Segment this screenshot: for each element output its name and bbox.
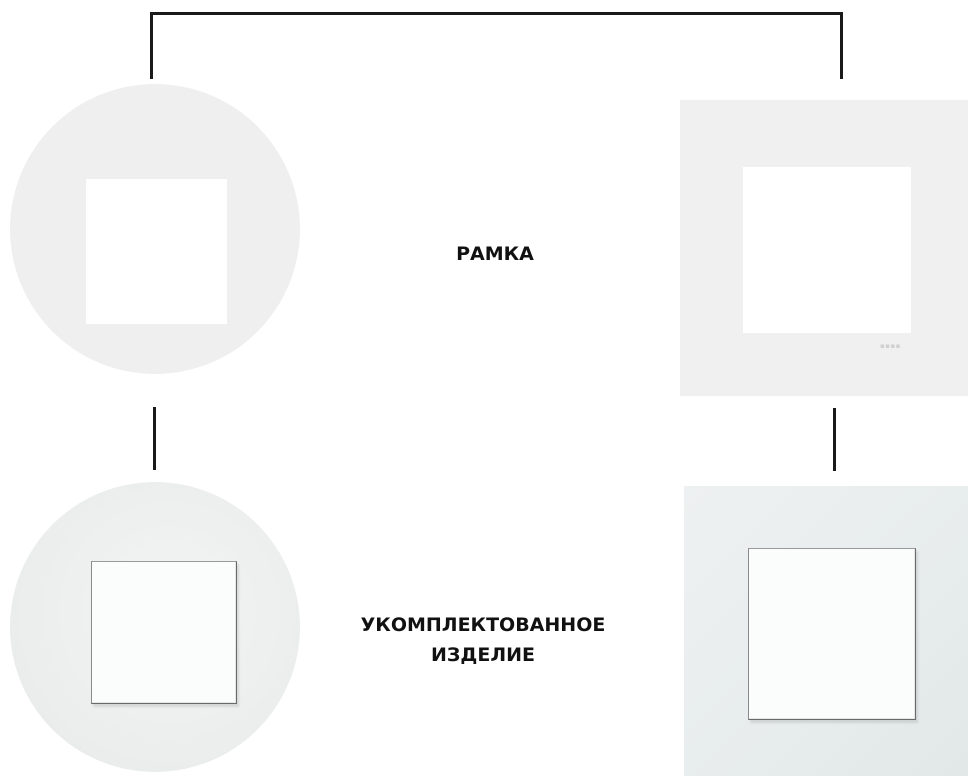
bracket-left-drop	[150, 12, 153, 79]
square-frame-aperture	[743, 167, 911, 333]
square-assembled-switch-key	[748, 548, 916, 720]
assembled-label-line2: ИЗДЕЛИЕ	[431, 644, 535, 666]
bracket-right-drop	[840, 12, 843, 79]
round-assembled-switch-key	[91, 561, 237, 704]
right-vertical-connector	[833, 408, 836, 471]
round-frame-aperture	[86, 179, 227, 324]
square-frame-brand-mark: ▪▪▪▪	[880, 342, 901, 350]
assembled-label-line1: УКОМПЛЕКТОВАННОЕ	[360, 614, 606, 636]
assembled-product-label: УКОМПЛЕКТОВАННОЕ ИЗДЕЛИЕ	[300, 610, 666, 670]
left-vertical-connector	[153, 407, 156, 470]
bracket-top-line	[150, 12, 843, 15]
frame-label: РАМКА	[456, 243, 534, 265]
